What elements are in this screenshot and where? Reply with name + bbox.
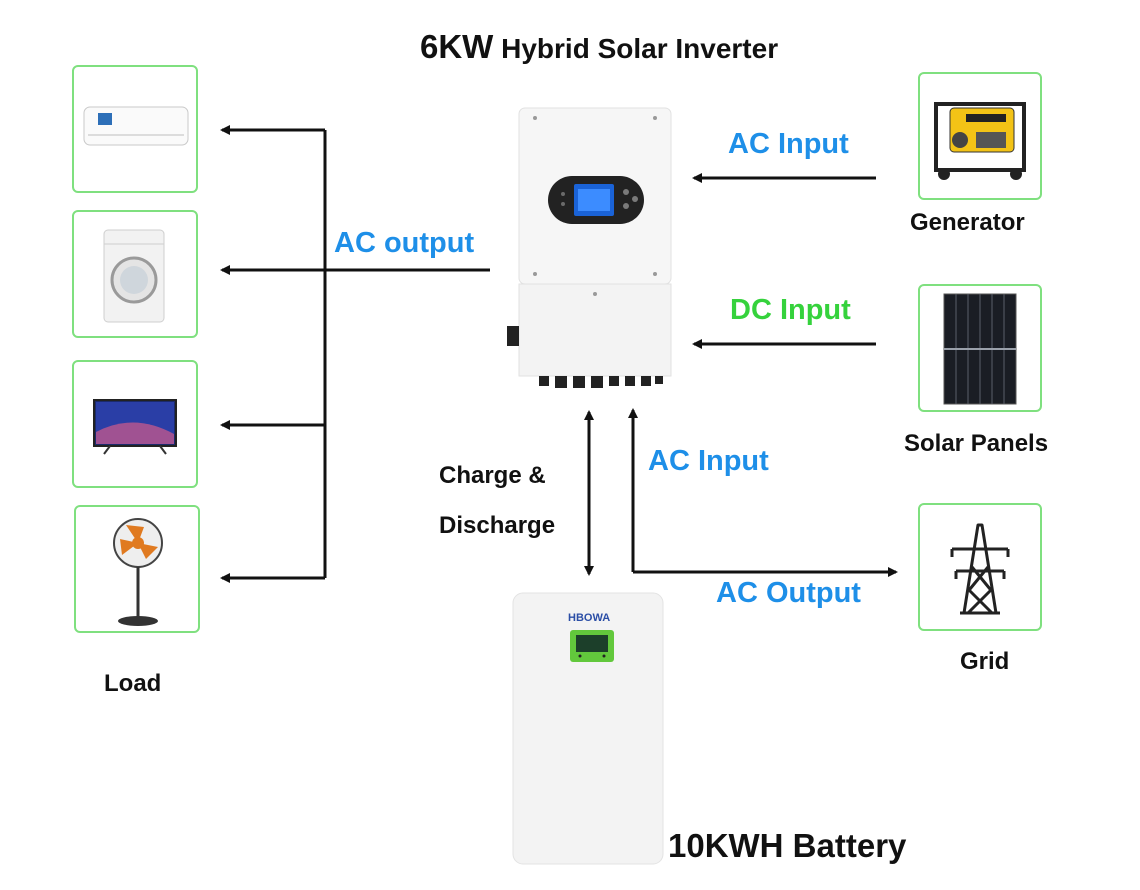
load-label: Load xyxy=(104,670,162,697)
generator-label: Generator xyxy=(910,209,1025,236)
battery-brand: HBOWA xyxy=(568,612,611,624)
electric-fan-box xyxy=(74,505,200,633)
battery-label: 10KWH Battery xyxy=(668,827,907,864)
generator-icon xyxy=(934,102,1026,180)
diagram-title: 6KW Hybrid Solar Inverter xyxy=(420,28,778,66)
television-icon xyxy=(93,399,177,455)
generator-box xyxy=(918,72,1042,200)
title-capacity: 6KW xyxy=(420,28,494,65)
television-box xyxy=(72,360,198,488)
ac-input-grid-label: AC Input xyxy=(648,445,769,477)
solar-panels-label: Solar Panels xyxy=(904,430,1049,457)
electric-fan-icon xyxy=(113,518,163,626)
charge-label: Charge & xyxy=(439,462,546,489)
grid-box xyxy=(918,503,1042,631)
air-conditioner-icon xyxy=(83,106,189,146)
battery-image xyxy=(512,592,664,865)
grid-label: Grid xyxy=(960,648,1010,675)
dc-input-label: DC Input xyxy=(730,294,851,326)
discharge-label: Discharge xyxy=(439,512,556,539)
washing-machine-box xyxy=(72,210,198,338)
ac-output-label: AC output xyxy=(334,227,475,259)
solar-panel-box xyxy=(918,284,1042,412)
solar-panel-icon xyxy=(943,293,1017,405)
air-conditioner-box xyxy=(72,65,198,193)
inverter-image xyxy=(507,107,672,388)
transmission-tower-icon xyxy=(950,523,1010,615)
title-name: Hybrid Solar Inverter xyxy=(501,33,779,64)
washing-machine-icon xyxy=(103,229,165,323)
ac-output-grid-label: AC Output xyxy=(716,577,861,609)
ac-input-generator-label: AC Input xyxy=(728,128,849,160)
